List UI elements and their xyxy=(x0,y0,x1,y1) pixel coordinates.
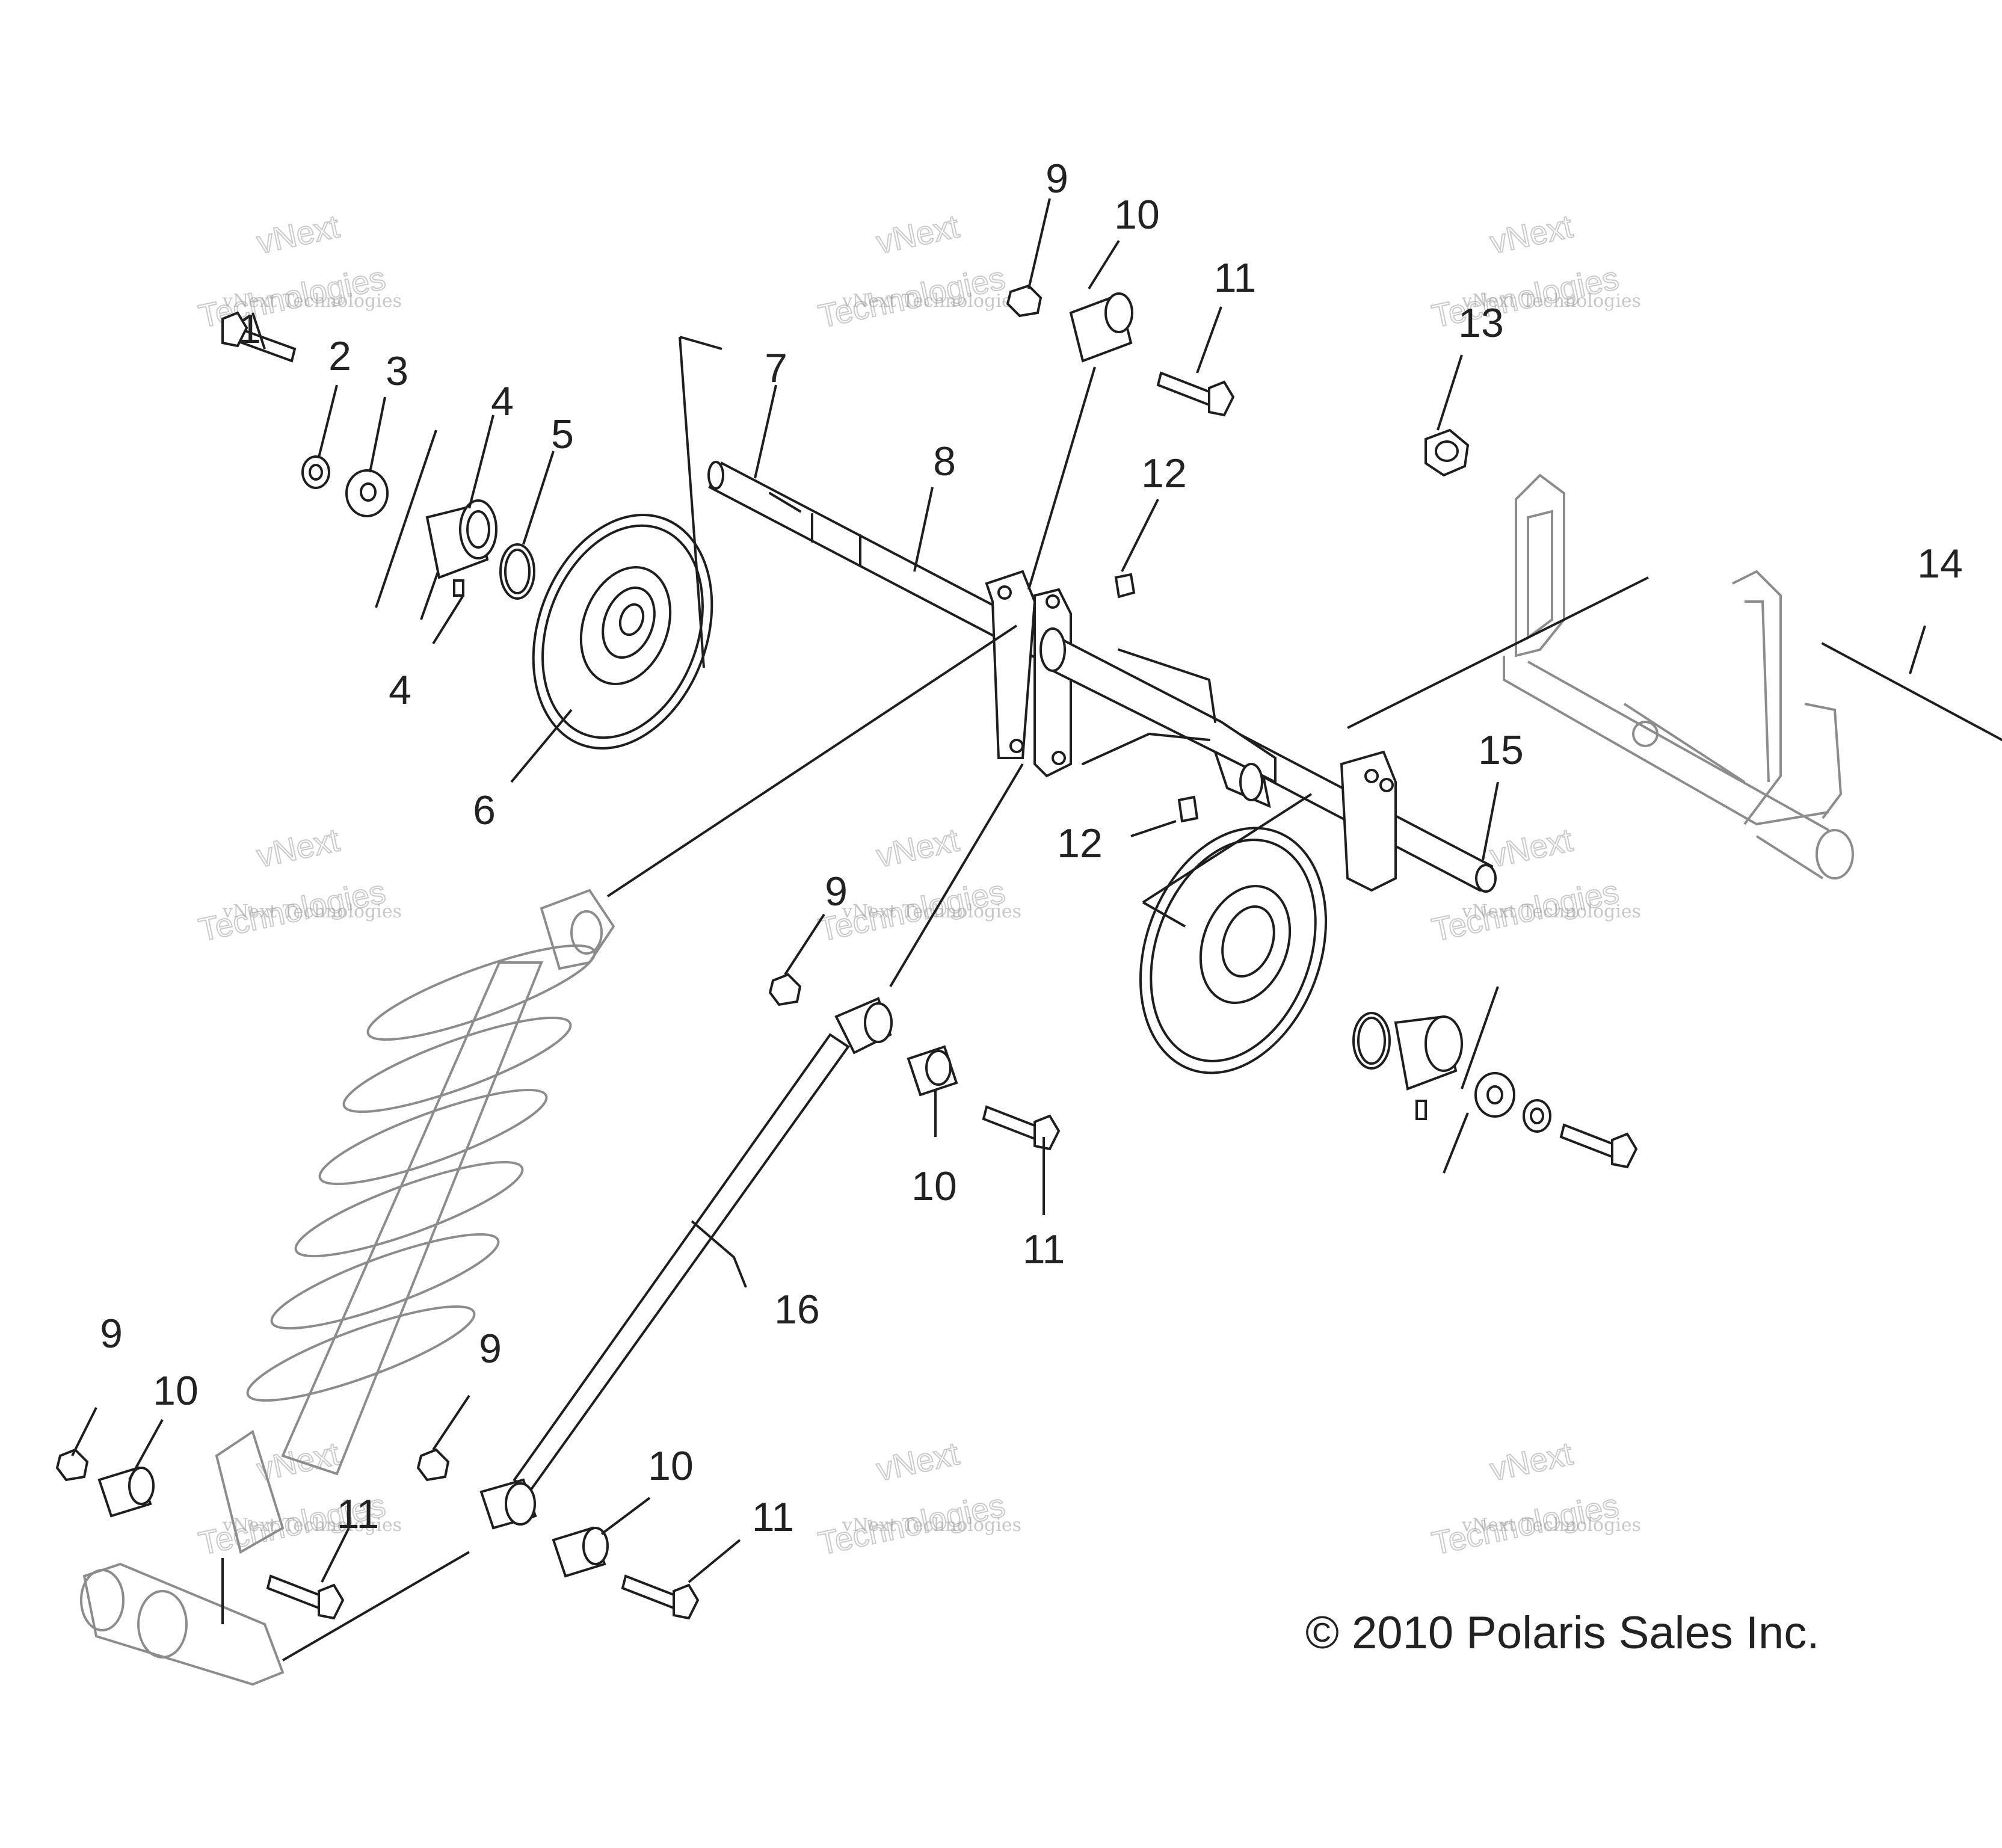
leader-line xyxy=(889,763,1024,988)
rocker-arm-assembly xyxy=(985,570,1397,892)
flat-washer-part xyxy=(1474,1072,1515,1118)
callout-11: 11 xyxy=(1023,1227,1065,1272)
callout-13: 13 xyxy=(1458,300,1504,346)
callout-9: 9 xyxy=(825,869,848,914)
nut-part xyxy=(768,973,802,1006)
watermark-text: vNext Technologies xyxy=(842,1515,1021,1536)
svg-text:vNext: vNext xyxy=(254,822,343,874)
watermark: vNext Technologies xyxy=(1428,208,1622,335)
watermark-text: vNext Technologies xyxy=(222,291,402,312)
svg-text:vNext: vNext xyxy=(1487,1435,1576,1488)
callout-9: 9 xyxy=(479,1326,502,1372)
bolt-part xyxy=(982,1105,1061,1151)
flat-washer-part xyxy=(345,469,389,517)
bolt-part xyxy=(221,311,297,363)
watermark: vNext Technologies xyxy=(1428,821,1622,949)
bushing-part xyxy=(552,1526,609,1578)
watermark: vNext Technologies xyxy=(1428,1435,1622,1562)
callout-10: 10 xyxy=(911,1163,957,1209)
callout-14: 14 xyxy=(1917,541,1963,587)
callout-10: 10 xyxy=(648,1443,694,1489)
watermark-text: vNext Technologies xyxy=(1461,901,1641,922)
bushing-part xyxy=(1069,292,1133,363)
callout-6: 6 xyxy=(473,787,496,833)
callout-8: 8 xyxy=(933,439,956,484)
callout-2: 2 xyxy=(328,333,351,379)
callout-10: 10 xyxy=(1114,192,1160,238)
watermark-text: vNext Technologies xyxy=(842,291,1021,312)
callout-4: 4 xyxy=(491,378,514,424)
leader-line xyxy=(282,1551,470,1662)
bushing-part xyxy=(97,1466,155,1518)
callout-9: 9 xyxy=(1046,156,1068,202)
bolt-part xyxy=(1559,1123,1638,1169)
leader-line xyxy=(1347,576,1649,729)
bolt-part xyxy=(1156,371,1235,417)
watermark-text: vNext Technologies xyxy=(1461,1515,1641,1536)
watermark: vNext Technologies xyxy=(815,1435,1009,1562)
bushing-part xyxy=(1394,1015,1463,1120)
callout-1: 1 xyxy=(238,306,261,352)
watermark: vNext Technologies xyxy=(195,208,389,335)
callout-4: 4 xyxy=(389,667,411,713)
grease-fitting-part xyxy=(1177,795,1199,823)
bolt-part xyxy=(621,1574,700,1620)
leader-line xyxy=(1027,366,1096,590)
grease-fitting-part xyxy=(1114,573,1136,599)
svg-text:vNext: vNext xyxy=(873,822,962,874)
bushing-part xyxy=(907,1045,958,1097)
callout-5: 5 xyxy=(551,411,574,457)
idler-wheel-left xyxy=(532,514,713,750)
svg-text:vNext: vNext xyxy=(1487,822,1576,874)
callout-11: 11 xyxy=(337,1491,380,1537)
svg-text:vNext: vNext xyxy=(1487,208,1576,260)
callout-15: 15 xyxy=(1478,727,1524,773)
callout-10: 10 xyxy=(153,1368,199,1414)
callout-leaders xyxy=(71,198,1926,1583)
watermark-text: vNext Technologies xyxy=(1461,291,1641,312)
callout-12: 12 xyxy=(1141,451,1187,496)
o-ring-part xyxy=(1352,1012,1391,1070)
bolt-part xyxy=(266,1574,345,1620)
washer-part xyxy=(301,455,330,489)
rear-frame-part xyxy=(1503,473,1854,879)
watermark: vNext Technologies xyxy=(195,821,389,949)
leader-line xyxy=(606,624,1018,898)
bushing-part xyxy=(425,499,497,597)
nut-part xyxy=(416,1448,450,1482)
copyright-notice: © 2010 Polaris Sales Inc. xyxy=(1305,1607,1819,1659)
callout-11: 11 xyxy=(1214,255,1257,301)
callout-labels: 1 2 3 4 4 5 6 7 8 9 9 9 9 10 10 10 10 11… xyxy=(100,156,1963,1540)
svg-text:vNext: vNext xyxy=(254,208,343,260)
idler-wheel-right xyxy=(1139,827,1328,1074)
watermark-text: vNext Technologies xyxy=(222,1515,402,1536)
link-rod-part xyxy=(479,997,893,1530)
leader-line xyxy=(679,336,722,668)
washer-part xyxy=(1523,1099,1551,1133)
flange-nut-part xyxy=(1424,428,1470,477)
rear-axle-rod xyxy=(1822,642,2002,741)
shock-absorber-part xyxy=(80,889,615,1686)
leader-line xyxy=(1443,986,1499,1174)
callout-12: 12 xyxy=(1057,821,1103,866)
callout-9: 9 xyxy=(100,1311,123,1357)
svg-text:vNext: vNext xyxy=(873,1435,962,1488)
callout-7: 7 xyxy=(765,345,787,391)
watermark: vNext Technologies xyxy=(815,208,1009,335)
callout-11: 11 xyxy=(752,1494,795,1540)
svg-text:vNext: vNext xyxy=(873,208,962,260)
o-ring-part xyxy=(499,543,535,600)
watermarks: vNext Technologies vNext Technologies vN… xyxy=(195,208,1641,1562)
callout-16: 16 xyxy=(774,1287,820,1332)
leader-line xyxy=(1142,793,1313,928)
watermark-text: vNext Technologies xyxy=(222,901,402,922)
callout-3: 3 xyxy=(386,348,408,394)
